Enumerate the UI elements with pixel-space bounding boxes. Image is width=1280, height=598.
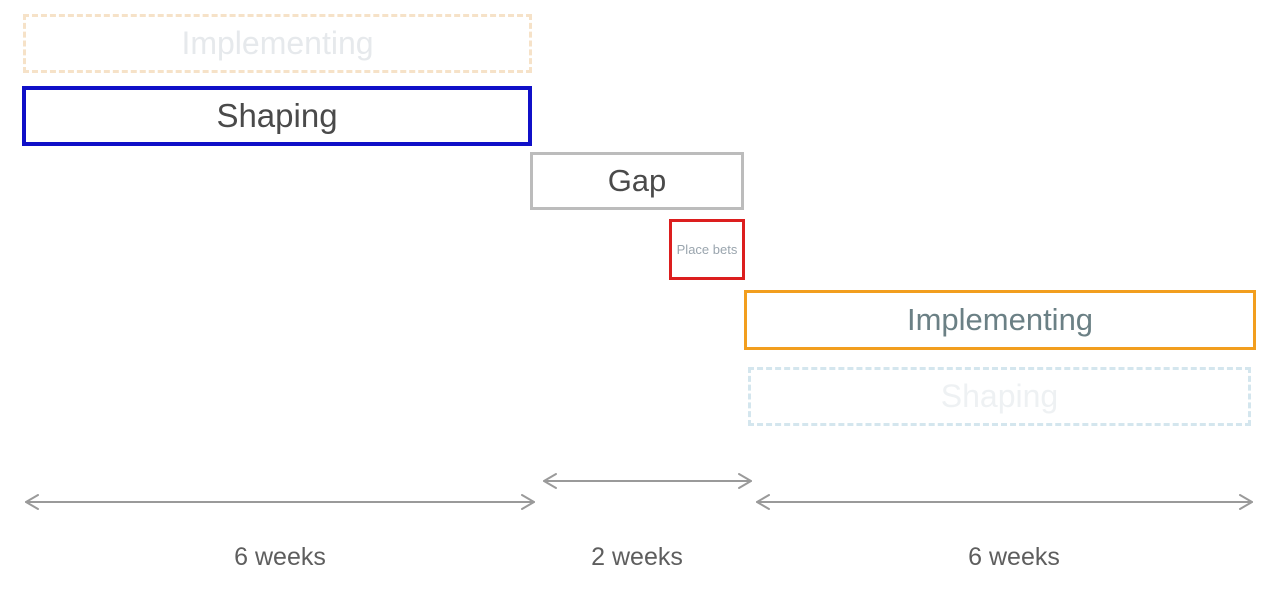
- place-bets-label: Place bets: [676, 242, 738, 257]
- first-cycle-duration-label: 6 weeks: [234, 543, 326, 571]
- shaping-label: Shaping: [216, 97, 338, 134]
- implementing-label: Implementing: [906, 302, 1094, 337]
- gap-box: Gap: [530, 152, 744, 210]
- gap-duration-arrow: [543, 473, 752, 489]
- place-bets-box: Place bets: [669, 219, 745, 280]
- second-cycle-duration-arrow: [756, 494, 1253, 510]
- gap-label: Gap: [607, 163, 667, 198]
- previous-cycle-implementing-box: Implementing: [23, 14, 532, 73]
- next-cycle-shaping-box: Shaping: [748, 367, 1251, 426]
- second-cycle-duration-label: 6 weeks: [968, 543, 1060, 571]
- next-cycle-shaping-label: Shaping: [940, 378, 1059, 414]
- shaping-box: Shaping: [22, 86, 532, 146]
- implementing-box: Implementing: [744, 290, 1256, 350]
- previous-cycle-implementing-label: Implementing: [181, 25, 374, 61]
- gap-duration-label: 2 weeks: [591, 543, 683, 571]
- first-cycle-duration-arrow: [25, 494, 535, 510]
